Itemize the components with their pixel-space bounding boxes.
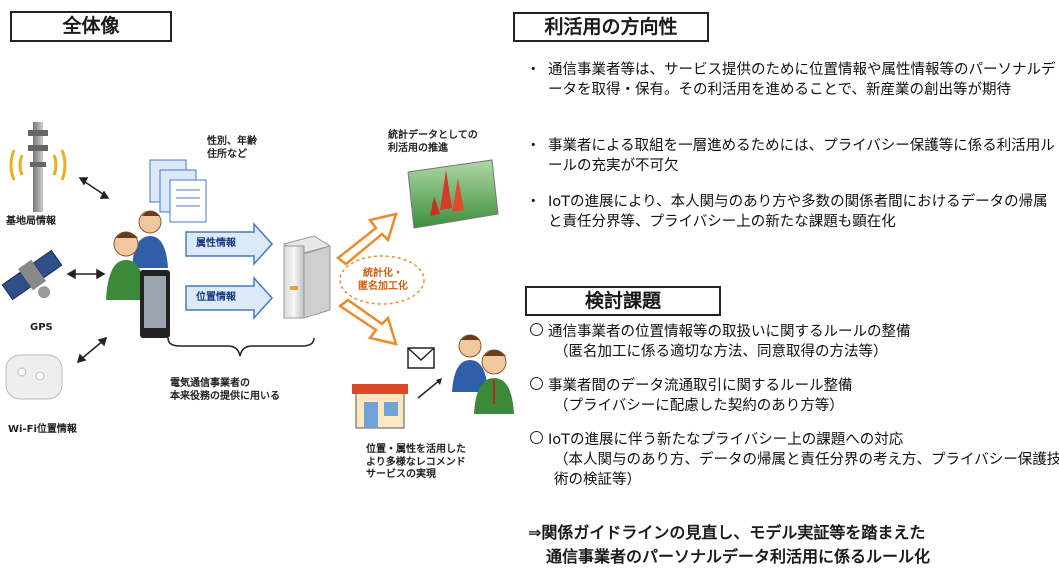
to-recommend-arrow [337, 298, 398, 346]
overview-title: 全体像 [10, 11, 172, 42]
location-arrow [185, 276, 274, 320]
gps-label: GPS [30, 322, 53, 333]
conclusion-line-1: ⇒関係ガイドラインの見直し、モデル実証等を踏まえた [528, 523, 926, 542]
mail-icon [407, 347, 435, 369]
statistics-heatmap-image [407, 159, 499, 229]
conclusion-line-2: 通信事業者のパーソナルデータ利活用に係るルール化 [546, 547, 931, 566]
issue-main: IoTの進展に伴う新たなプライバシー上の課題への対応 [548, 432, 904, 448]
issue-sub: （本人関与のあり方、データの帰属と責任分界の考え方、プライバシー保護技術の検証等… [554, 452, 1059, 488]
smartphone-icon [140, 270, 170, 338]
user-group-icon [106, 210, 168, 300]
recipient-users-icon [452, 334, 514, 414]
attribute-detail-label: 性別、年齢 住所など [207, 136, 257, 160]
bullet-mark: ・ [526, 194, 541, 210]
direction-bullet-2: ・ 事業者による取組を一層進めるためには、プライバシー保護等に係る利活用ルールの… [526, 136, 1056, 176]
documents-icon [149, 159, 207, 223]
link-arrows [66, 177, 110, 364]
issue-3: IoTの進展に伴う新たなプライバシー上の課題への対応 （本人関与のあり方、データ… [530, 430, 1059, 490]
anonymize-label: 統計化・ 匿名加工化 [358, 268, 408, 292]
overview-diagram [1, 122, 514, 429]
anonymize-ellipse [339, 255, 425, 305]
to-statistics-arrow [335, 212, 398, 266]
shop-caption: 位置・属性を活用した より多様なレコメンド サービスの実現 [366, 444, 466, 480]
attribute-arrow [185, 222, 274, 266]
issue-1: 通信事業者の位置情報等の取扱いに関するルールの整備 （匿名加工に係る適切な方法、… [530, 322, 1059, 362]
direction-title: 利活用の方向性 [513, 12, 709, 42]
circle-mark [530, 377, 543, 390]
bullet-mark: ・ [526, 138, 541, 154]
direction-bullet-text: 通信事業者等は、サービス提供のために位置情報や属性情報等のパーソナルデータを取得… [548, 62, 1056, 98]
issue-sub: （プライバシーに配慮した契約のあり方等） [554, 398, 844, 414]
cell-tower-icon [9, 122, 67, 212]
satellite-icon [1, 249, 63, 301]
shop-icon [352, 384, 408, 429]
base-station-label: 基地局情報 [6, 216, 56, 227]
server-icon [282, 235, 332, 319]
direction-bullet-text: 事業者による取組を一層進めるためには、プライバシー保護等に係る利活用ルールの充実… [548, 138, 1055, 174]
issue-main: 通信事業者の位置情報等の取扱いに関するルールの整備 [548, 324, 911, 340]
brace [167, 337, 315, 357]
issue-main: 事業者間のデータ流通取引に関するルール整備 [548, 378, 853, 394]
direction-bullet-1: ・ 通信事業者等は、サービス提供のために位置情報や属性情報等のパーソナルデータを… [526, 60, 1056, 100]
attribute-info-label: 属性情報 [196, 238, 236, 249]
location-info-label: 位置情報 [196, 292, 236, 303]
wifi-access-point-icon [5, 354, 63, 400]
circle-mark [530, 431, 543, 444]
brace-caption: 電気通信事業者の 本来役務の提供に用いる [170, 378, 280, 402]
issue-2: 事業者間のデータ流通取引に関するルール整備 （プライバシーに配慮した契約のあり方… [530, 376, 1059, 416]
issue-sub: （匿名加工に係る適切な方法、同意取得の方法等） [554, 344, 888, 360]
direction-bullet-3: ・ IoTの進展により、本人関与のあり方や多数の関係者間におけるデータの帰属と責… [526, 192, 1056, 232]
bullet-mark: ・ [526, 62, 541, 78]
circle-mark [530, 323, 543, 336]
statistics-caption: 統計データとしての 利活用の推進 [388, 130, 478, 154]
wifi-label: Wi-Fi位置情報 [8, 424, 77, 435]
direction-bullet-text: IoTの進展により、本人関与のあり方や多数の関係者間におけるデータの帰属と責任分… [548, 194, 1048, 230]
issues-title: 検討課題 [525, 286, 721, 316]
